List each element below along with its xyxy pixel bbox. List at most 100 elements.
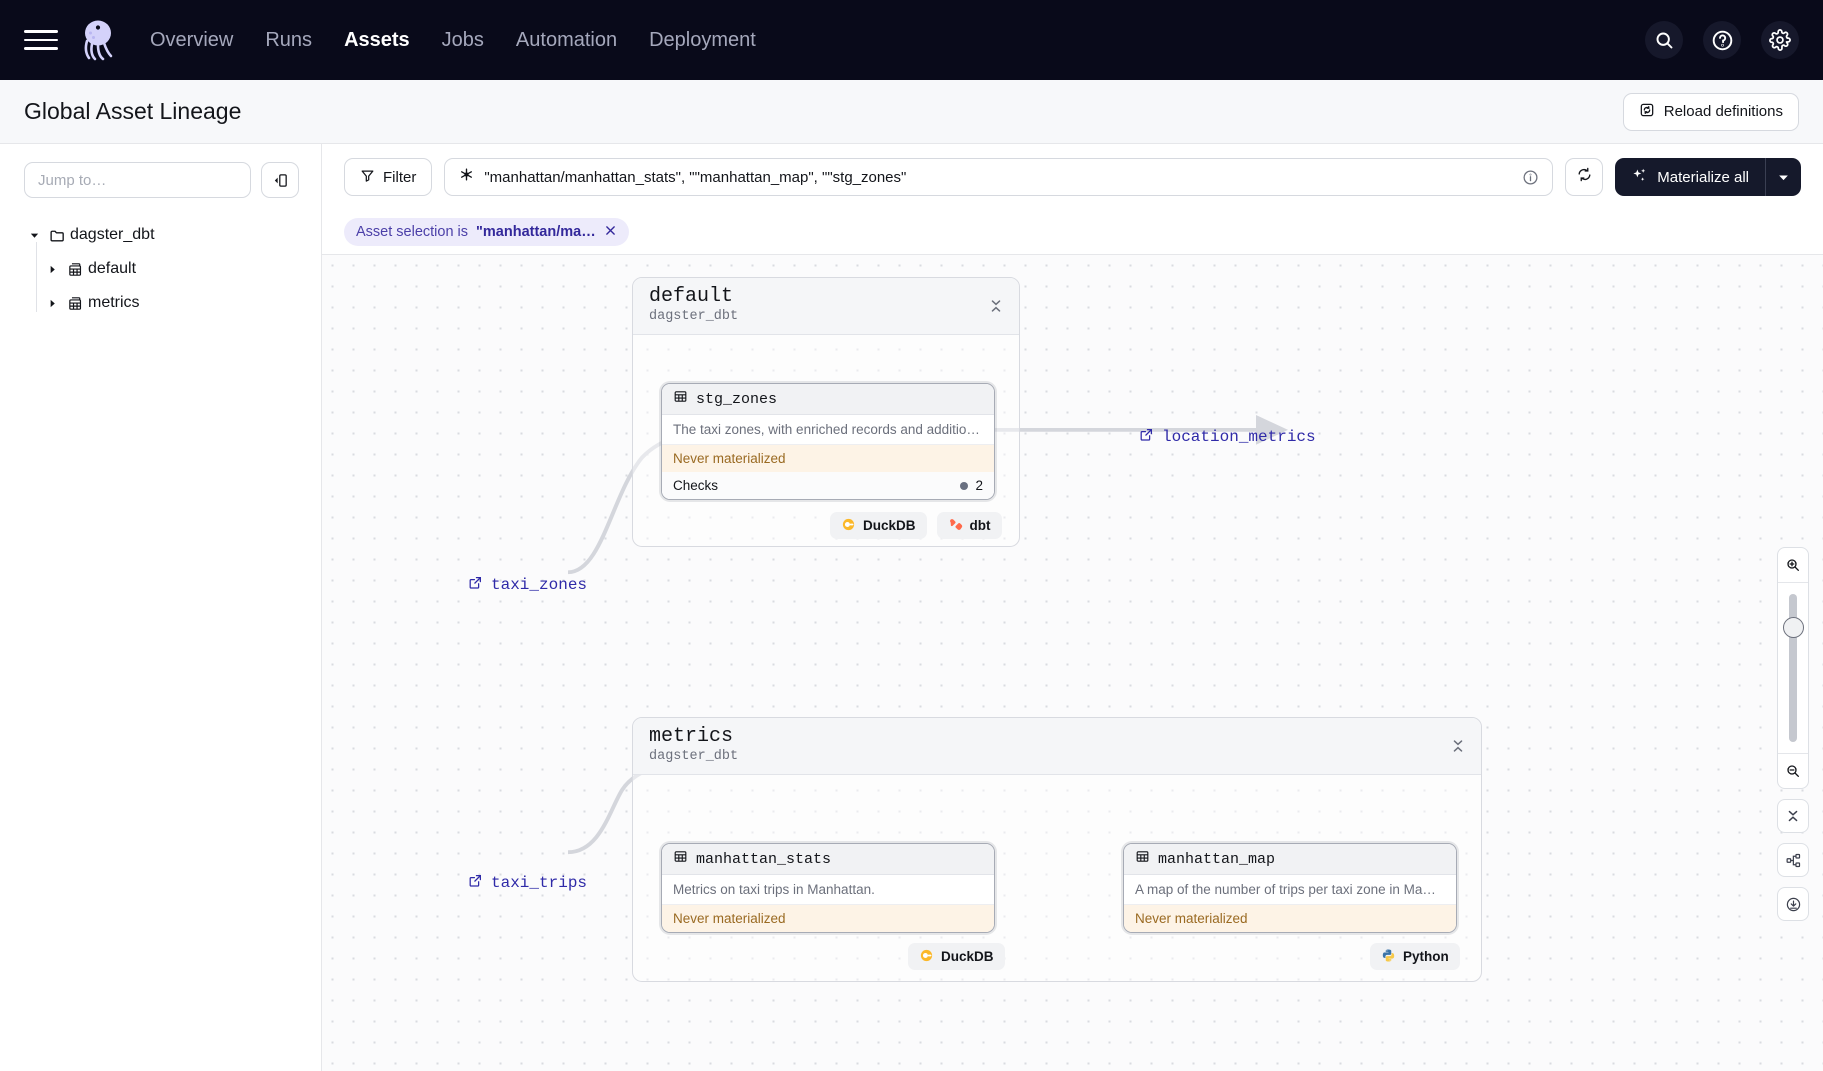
asset-description: A map of the number of trips per taxi zo…: [1124, 875, 1456, 905]
tag-duckdb[interactable]: DuckDB: [908, 943, 1005, 970]
group-name: metrics: [649, 725, 734, 749]
asset-node-manhattan-map[interactable]: manhattan_map A map of the number of tri…: [1123, 843, 1457, 933]
asset-selection-value: "manhattan/manhattan_stats", ""manhattan…: [484, 168, 907, 186]
external-node-label: location_metrics: [1162, 428, 1316, 446]
zoom-slider-group: [1777, 547, 1809, 789]
sidebar-toolbar: [0, 144, 321, 208]
caret-down-icon[interactable]: [24, 230, 44, 241]
tree-item-label: metrics: [88, 294, 140, 311]
group-header[interactable]: default dagster_dbt: [633, 278, 1019, 335]
tree-item-label: default: [88, 260, 137, 277]
zoom-controls: [1777, 547, 1809, 921]
table-icon: [1135, 849, 1150, 869]
nav-link-automation[interactable]: Automation: [515, 28, 618, 51]
asset-selection-chip[interactable]: Asset selection is "manhattan/ma…: [344, 218, 629, 246]
external-link-icon: [468, 873, 483, 893]
collapse-group-icon[interactable]: [989, 298, 1003, 314]
jump-to-input[interactable]: [24, 162, 251, 198]
lineage-panel: Filter "manhattan/manhattan_stats", ""ma…: [322, 144, 1823, 1071]
tree-item-default[interactable]: default: [0, 252, 321, 286]
close-x-icon[interactable]: [604, 224, 617, 241]
nav-link-deployment[interactable]: Deployment: [649, 28, 756, 51]
zoom-out-icon[interactable]: [1777, 754, 1809, 788]
nav-link-overview[interactable]: Overview: [150, 28, 234, 51]
asset-header: stg_zones: [662, 384, 994, 415]
info-circle-icon[interactable]: [1522, 169, 1539, 186]
tree-item-dagster-dbt[interactable]: dagster_dbt: [0, 218, 321, 252]
asset-checks-row[interactable]: Checks 2: [662, 472, 994, 499]
collapse-all-icon[interactable]: [1777, 799, 1809, 833]
download-circle-icon[interactable]: [1777, 887, 1809, 921]
funnel-icon: [360, 168, 375, 187]
caret-right-icon[interactable]: [42, 264, 62, 275]
asset-key: manhattan_map: [1158, 850, 1276, 868]
reload-definitions-button[interactable]: Reload definitions: [1622, 92, 1799, 131]
materialize-all-group[interactable]: Materialize all: [1615, 158, 1801, 196]
asset-node-manhattan-stats[interactable]: manhattan_stats Metrics on taxi trips in…: [661, 843, 995, 933]
nav-link-assets[interactable]: Assets: [344, 28, 410, 51]
refresh-box-icon: [1639, 102, 1655, 122]
group-name: default: [649, 285, 734, 309]
group-repo: dagster_dbt: [649, 309, 739, 325]
nav-link-runs[interactable]: Runs: [265, 28, 313, 51]
asset-selection-input[interactable]: "manhattan/manhattan_stats", ""manhattan…: [444, 158, 1554, 196]
external-node-location-metrics[interactable]: location_metrics: [1139, 427, 1316, 447]
materialize-all-button[interactable]: Materialize all: [1615, 158, 1765, 196]
asset-selection-icon: [458, 166, 475, 188]
tree-item-metrics[interactable]: metrics: [0, 286, 321, 320]
asset-tag-row-manhattan-map: Python: [1370, 943, 1460, 970]
external-node-taxi-zones[interactable]: taxi_zones: [468, 575, 587, 595]
refresh-button[interactable]: [1565, 158, 1604, 196]
zoom-slider[interactable]: [1777, 583, 1809, 753]
materialize-all-label: Materialize all: [1657, 168, 1749, 186]
nav-link-jobs[interactable]: Jobs: [441, 28, 484, 51]
external-link-icon: [468, 575, 483, 595]
asset-header: manhattan_stats: [662, 844, 994, 875]
sidebar: dagster_dbt default: [0, 144, 322, 1071]
chip-prefix: Asset selection is: [356, 224, 469, 240]
tag-label: dbt: [969, 518, 991, 533]
chip-value: "manhattan/ma…: [476, 224, 596, 240]
external-link-icon: [1139, 427, 1154, 447]
dagster-octopus-logo[interactable]: [72, 14, 124, 66]
reload-definitions-label: Reload definitions: [1663, 103, 1783, 120]
tag-label: Python: [1403, 949, 1449, 964]
hamburger-menu-icon[interactable]: [24, 23, 58, 57]
asset-group-icon: [62, 295, 88, 312]
zoom-in-icon[interactable]: [1777, 548, 1809, 582]
zoom-slider-knob[interactable]: [1782, 617, 1804, 638]
caret-right-icon[interactable]: [42, 298, 62, 309]
divider: [1778, 582, 1808, 583]
lineage-canvas[interactable]: default dagster_dbt: [322, 254, 1823, 1071]
asset-header: manhattan_map: [1124, 844, 1456, 875]
collapse-panel-icon[interactable]: [261, 162, 299, 198]
tag-dbt[interactable]: dbt: [936, 512, 1002, 539]
asset-status: Never materialized: [662, 445, 994, 472]
help-icon[interactable]: [1703, 21, 1741, 59]
asset-node-stg-zones[interactable]: stg_zones The taxi zones, with enriched …: [661, 383, 995, 500]
asset-description: Metrics on taxi trips in Manhattan.: [662, 875, 994, 905]
gear-icon[interactable]: [1761, 21, 1799, 59]
external-node-label: taxi_zones: [491, 576, 588, 594]
filter-button[interactable]: Filter: [344, 158, 433, 196]
tag-duckdb[interactable]: DuckDB: [830, 512, 927, 539]
collapse-group-icon[interactable]: [1451, 738, 1465, 754]
nav-links: Overview Runs Assets Jobs Automation Dep…: [150, 29, 756, 52]
tree-guide-line: [36, 242, 37, 312]
search-icon[interactable]: [1645, 21, 1683, 59]
materialize-options-caret[interactable]: [1765, 158, 1801, 196]
asset-key: stg_zones: [696, 390, 778, 408]
duckdb-icon: [841, 517, 856, 535]
page-body: dagster_dbt default: [0, 144, 1823, 1071]
external-node-taxi-trips[interactable]: taxi_trips: [468, 873, 587, 893]
tag-python[interactable]: Python: [1370, 943, 1460, 970]
graph-layout-icon[interactable]: [1777, 843, 1809, 877]
nav-icon-group: [1645, 21, 1799, 59]
filter-label: Filter: [383, 168, 417, 186]
group-header[interactable]: metrics dagster_dbt: [633, 718, 1481, 775]
asset-group-icon: [62, 261, 88, 278]
divider: [1778, 753, 1808, 754]
asset-checks-label: Checks: [673, 478, 719, 493]
asset-checks-count-group: 2: [960, 478, 983, 493]
asset-status: Never materialized: [1124, 905, 1456, 932]
